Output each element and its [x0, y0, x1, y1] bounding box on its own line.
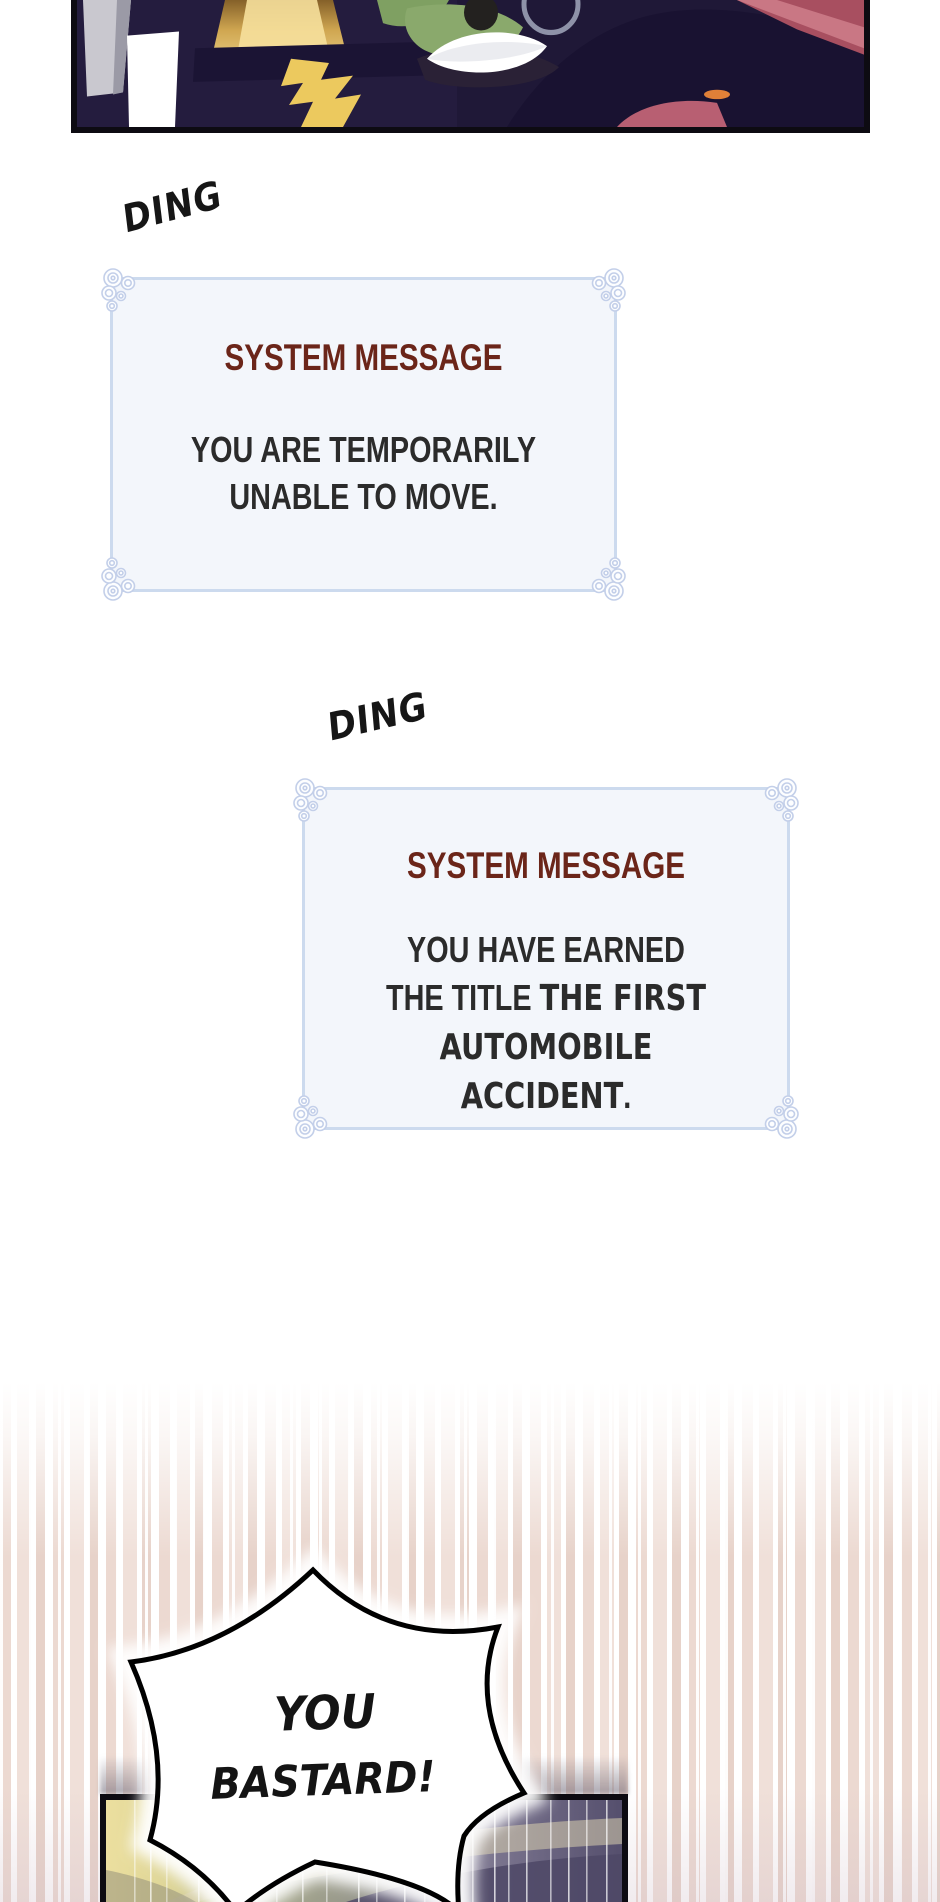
system-message-title: SYSTEM MESSAGE: [224, 337, 503, 378]
system-message-box-1: SYSTEM MESSAGE YOU ARE TEMPORARILY UNABL…: [101, 268, 626, 601]
title-bold-text: THE FIRST: [539, 978, 706, 1019]
system-message-title: SYSTEM MESSAGE: [407, 845, 685, 886]
floral-corner-icon: [101, 557, 136, 601]
system-message-line: YOU ARE TEMPORARILY: [190, 429, 537, 470]
system-message-line: YOU HAVE EARNED: [407, 929, 685, 970]
system-message-line: AUTOMOBILE ACCIDENT.: [353, 1023, 739, 1121]
system-message-line: THE TITLE THE FIRST: [353, 974, 739, 1023]
floral-corner-icon: [764, 1095, 799, 1139]
floral-corner-icon: [293, 1095, 328, 1139]
system-message-body: YOU HAVE EARNED THE TITLE THE FIRST AUTO…: [305, 926, 787, 1121]
floral-corner-icon: [764, 778, 799, 822]
floral-corner-icon: [591, 557, 626, 601]
top-art-panel-artwork: [77, 0, 864, 127]
title-bold-text: AUTOMOBILE ACCIDENT: [439, 1027, 653, 1117]
bubble-outline: [127, 1566, 528, 1902]
system-message-line: UNABLE TO MOVE.: [229, 476, 498, 517]
bubble-text-line: YOU: [273, 1684, 377, 1743]
sfx-ding-1: DING: [120, 171, 224, 242]
floral-corner-icon: [101, 268, 136, 312]
system-message-body: YOU ARE TEMPORARILY UNABLE TO MOVE.: [113, 426, 614, 520]
sfx-ding-2: DING: [326, 682, 429, 750]
bubble-text-line: BASTARD!: [209, 1752, 437, 1810]
title-regular-text: THE TITLE: [385, 977, 540, 1018]
floral-corner-icon: [591, 268, 626, 312]
top-art-panel: [71, 0, 870, 133]
title-regular-text: .: [623, 1075, 632, 1116]
floral-corner-icon: [293, 778, 328, 822]
shout-bubble: [106, 1546, 550, 1902]
system-message-box-2: SYSTEM MESSAGE YOU HAVE EARNED THE TITLE…: [293, 778, 799, 1139]
